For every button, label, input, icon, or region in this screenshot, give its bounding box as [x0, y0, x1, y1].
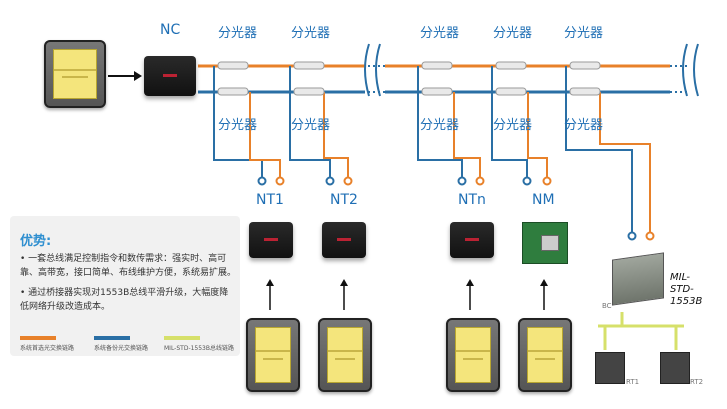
input-chip: [44, 40, 106, 108]
panel-title: 优势:: [20, 234, 52, 249]
splitter-label-bottom-3: 分光器: [420, 118, 460, 133]
splitter-label-top-1: 分光器: [218, 26, 258, 41]
nc-label: NC: [160, 22, 181, 38]
nm-chip: [518, 318, 572, 392]
node-label-ntn: NTn: [458, 192, 486, 208]
ntn-chip: [446, 318, 500, 392]
splitter-primary-2: [293, 61, 325, 70]
splitter-backup-1: [217, 87, 249, 96]
nm-board: [522, 222, 568, 264]
nc-device: [144, 56, 196, 96]
rt1-label: RT1: [626, 378, 640, 386]
splitter-backup-5: [569, 87, 601, 96]
node-label-nt1: NT1: [256, 192, 284, 208]
splitter-backup-4: [495, 87, 527, 96]
rt1-device: [595, 352, 625, 384]
rt2-device: [660, 352, 690, 384]
splitter-label-bottom-2: 分光器: [291, 118, 331, 133]
panel-bullet-1: • 一套总线满足控制指令和数传需求：强实时、高可靠、高带宽，接口简单、布线维护方…: [20, 254, 237, 278]
splitter-primary-5: [569, 61, 601, 70]
legend-swatch-backup: [94, 336, 130, 340]
legend-swatch-primary: [20, 336, 56, 340]
rt2-label: RT2: [690, 378, 704, 386]
nt1-device: [249, 222, 293, 258]
splitter-label-bottom-1: 分光器: [218, 118, 258, 133]
splitter-backup-3: [421, 87, 453, 96]
mil-std-label: MIL- STD- 1553B: [670, 272, 703, 307]
nt2-chip: [318, 318, 372, 392]
panel-bullet-2: • 通过桥接器实现对1553B总线平滑升级，大幅度降低网络升级改造成本。: [20, 288, 229, 312]
ntn-device: [450, 222, 494, 258]
splitter-label-bottom-4: 分光器: [493, 118, 533, 133]
legend-swatch-mil: [164, 336, 200, 340]
splitter-label-top-3: 分光器: [420, 26, 460, 41]
splitter-label-top-5: 分光器: [564, 26, 604, 41]
advantages-panel: 优势: • 一套总线满足控制指令和数传需求：强实时、高可靠、高带宽，接口简单、布…: [10, 216, 240, 356]
splitter-label-top-4: 分光器: [493, 26, 533, 41]
legend-label-backup: 系统备份光交换链路: [94, 345, 149, 352]
splitter-primary-3: [421, 61, 453, 70]
nt2-device: [322, 222, 366, 258]
node-label-nt2: NT2: [330, 192, 358, 208]
node-label-nm: NM: [532, 192, 555, 208]
splitter-label-top-2: 分光器: [291, 26, 331, 41]
splitter-label-bottom-5: 分光器: [564, 118, 604, 133]
splitter-primary-1: [217, 61, 249, 70]
legend-label-mil: MIL-STD-1553B总线链路: [164, 345, 234, 352]
splitter-primary-4: [495, 61, 527, 70]
legend-label-primary: 系统首选光交换链路: [20, 345, 75, 352]
bc-label: BC: [602, 302, 612, 310]
nt1-chip: [246, 318, 300, 392]
splitter-backup-2: [293, 87, 325, 96]
bridge-device: [612, 252, 664, 306]
